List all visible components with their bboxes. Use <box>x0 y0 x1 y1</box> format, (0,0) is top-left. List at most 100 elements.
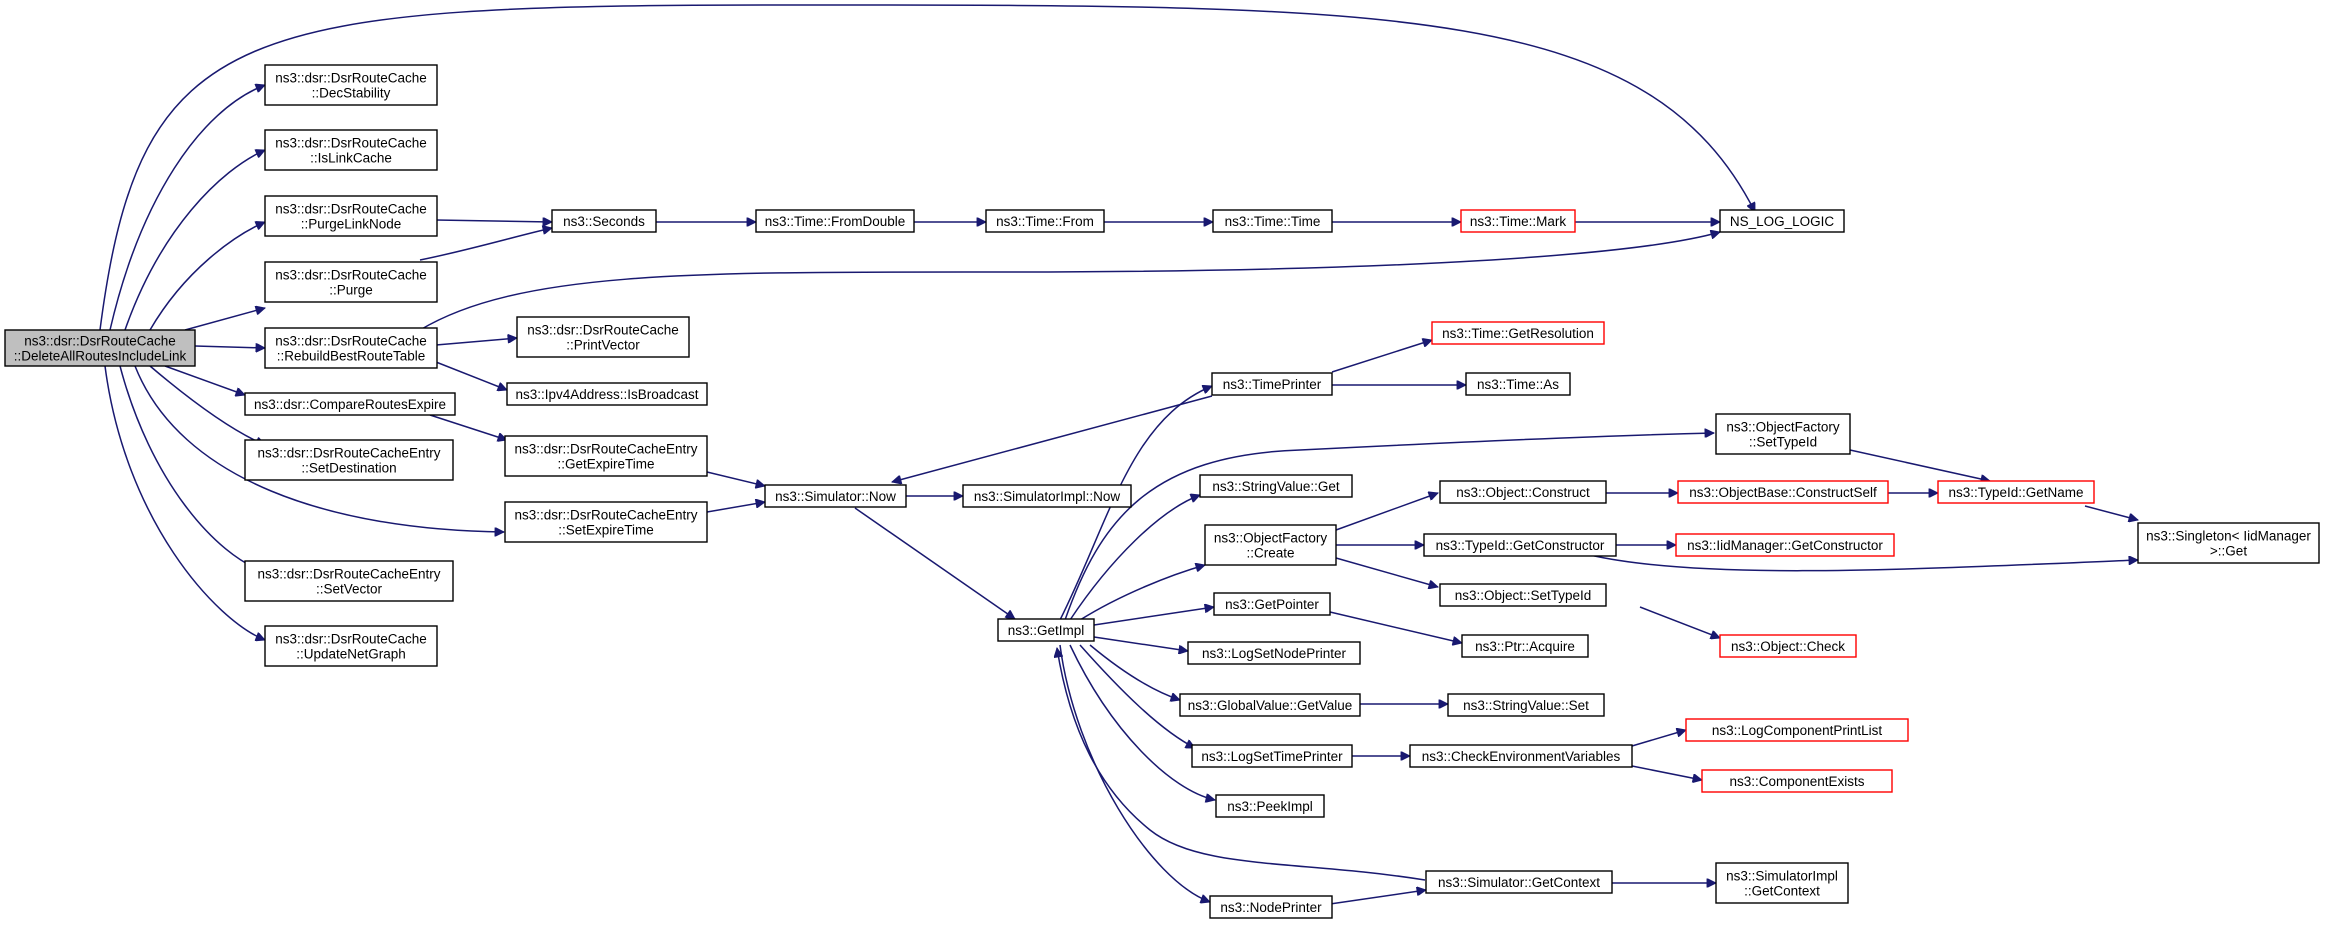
node-getimpl[interactable]: ns3::GetImpl <box>997 618 1095 642</box>
node-objsettypeid[interactable]: ns3::Object::SetTypeId <box>1439 583 1607 607</box>
node-root[interactable]: ns3::dsr::DsrRouteCache::DeleteAllRoutes… <box>4 329 196 367</box>
node-box <box>244 560 454 602</box>
node-nodeprinter[interactable]: ns3::NodePrinter <box>1209 895 1333 919</box>
node-peekimpl[interactable]: ns3::PeekImpl <box>1215 794 1325 818</box>
node-label-line: ::Create <box>1246 546 1294 561</box>
node-box <box>1719 209 1845 233</box>
node-ptracquire[interactable]: ns3::Ptr::Acquire <box>1461 634 1589 658</box>
edge-root-to-setexpiretime <box>134 365 504 532</box>
node-isbroadcast[interactable]: ns3::Ipv4Address::IsBroadcast <box>506 382 708 406</box>
node-printvector[interactable]: ns3::dsr::DsrRouteCache::PrintVector <box>516 316 690 358</box>
node-label-line: NS_LOG_LOGIC <box>1730 214 1835 229</box>
node-constructself[interactable]: ns3::ObjectBase::ConstructSelf <box>1677 480 1889 504</box>
node-label-line: ns3::Singleton< IidManager <box>2146 529 2311 544</box>
node-checkenv[interactable]: ns3::CheckEnvironmentVariables <box>1409 744 1633 768</box>
node-label-line: ::SetVector <box>316 582 383 597</box>
node-getresolution[interactable]: ns3::Time::GetResolution <box>1431 321 1605 345</box>
node-box <box>1187 641 1361 665</box>
node-purge[interactable]: ns3::dsr::DsrRouteCache::Purge <box>264 261 438 303</box>
node-label-line: ns3::GlobalValue::GetValue <box>1188 698 1353 713</box>
node-objconstruct[interactable]: ns3::Object::Construct <box>1439 480 1607 504</box>
node-setdestination[interactable]: ns3::dsr::DsrRouteCacheEntry::SetDestina… <box>244 439 454 481</box>
node-purgelinknode[interactable]: ns3::dsr::DsrRouteCache::PurgeLinkNode <box>264 195 438 237</box>
node-stringvalueget[interactable]: ns3::StringValue::Get <box>1199 474 1353 498</box>
node-simimplnow[interactable]: ns3::SimulatorImpl::Now <box>962 484 1132 508</box>
node-box <box>1460 209 1576 233</box>
edge-getimpl-to-logsettimeprinter <box>1079 644 1195 749</box>
node-box <box>1675 533 1895 557</box>
node-label-line: ns3::dsr::DsrRouteCacheEntry <box>257 446 440 461</box>
node-ofsettypeid[interactable]: ns3::ObjectFactory::SetTypeId <box>1715 413 1851 455</box>
node-stringvalueset[interactable]: ns3::StringValue::Set <box>1447 693 1605 717</box>
node-box <box>1685 718 1909 742</box>
node-objcheck[interactable]: ns3::Object::Check <box>1719 634 1857 658</box>
node-box <box>1204 524 1337 566</box>
node-singletonget[interactable]: ns3::Singleton< IidManager >::Get <box>2137 522 2320 564</box>
node-box <box>516 316 690 358</box>
node-time[interactable]: ns3::Time::Time <box>1212 209 1333 233</box>
node-label-line: ns3::IidManager::GetConstructor <box>1687 538 1883 553</box>
node-simnow[interactable]: ns3::Simulator::Now <box>764 484 907 508</box>
edge-rebuild-to-isbroadcast <box>435 361 507 390</box>
node-logsettimeprinter[interactable]: ns3::LogSetTimePrinter <box>1191 744 1353 768</box>
edge-purge-to-seconds <box>419 228 552 261</box>
node-mark[interactable]: ns3::Time::Mark <box>1460 209 1576 233</box>
edge-getimpl-to-nodeprinter <box>1059 644 1210 902</box>
node-nslog[interactable]: NS_LOG_LOGIC <box>1719 209 1845 233</box>
node-box <box>264 129 438 171</box>
node-rebuild[interactable]: ns3::dsr::DsrRouteCache::RebuildBestRout… <box>264 327 438 369</box>
node-updatenetgraph[interactable]: ns3::dsr::DsrRouteCache::UpdateNetGraph <box>264 625 438 667</box>
node-label-line: ::GetContext <box>1744 884 1820 899</box>
node-simimplgetcontext[interactable]: ns3::SimulatorImpl::GetContext <box>1715 862 1849 904</box>
node-simgetcontext[interactable]: ns3::Simulator::GetContext <box>1425 870 1613 894</box>
node-typeidgetname[interactable]: ns3::TypeId::GetName <box>1937 480 2095 504</box>
node-setvector[interactable]: ns3::dsr::DsrRouteCacheEntry::SetVector <box>244 560 454 602</box>
node-box <box>264 327 438 369</box>
node-label-line: ns3::Time::As <box>1477 377 1559 392</box>
node-setexpiretime[interactable]: ns3::dsr::DsrRouteCacheEntry::SetExpireT… <box>504 501 708 543</box>
edge-compareroutes-to-getexpiretime <box>429 414 507 440</box>
node-label-line: ns3::SimulatorImpl::Now <box>974 489 1121 504</box>
edge-nodeprinter-to-simgetcontext <box>1329 890 1426 905</box>
node-fromdouble[interactable]: ns3::Time::FromDouble <box>755 209 915 233</box>
node-logcomponentprintlist[interactable]: ns3::LogComponentPrintList <box>1685 718 1909 742</box>
node-box <box>1439 480 1607 504</box>
node-getconstructor[interactable]: ns3::TypeId::GetConstructor <box>1423 533 1617 557</box>
node-box <box>1211 372 1333 396</box>
node-timeprinter[interactable]: ns3::TimePrinter <box>1211 372 1333 396</box>
node-box <box>1179 693 1361 717</box>
node-label-line: ::DecStability <box>312 86 391 101</box>
node-label-line: ::GetExpireTime <box>557 457 654 472</box>
node-logsetnodeprinter[interactable]: ns3::LogSetNodePrinter <box>1187 641 1361 665</box>
node-ofcreate[interactable]: ns3::ObjectFactory::Create <box>1204 524 1337 566</box>
node-decstability[interactable]: ns3::dsr::DsrRouteCache::DecStability <box>264 64 438 106</box>
node-box <box>504 501 708 543</box>
edge-getimpl-to-peekimpl <box>1069 644 1215 800</box>
node-label-line: ::UpdateNetGraph <box>296 647 406 662</box>
node-islinkcache[interactable]: ns3::dsr::DsrRouteCache::IsLinkCache <box>264 129 438 171</box>
node-label-line: ns3::ObjectBase::ConstructSelf <box>1689 485 1877 500</box>
node-box <box>1937 480 2095 504</box>
node-timeas[interactable]: ns3::Time::As <box>1465 372 1571 396</box>
node-box <box>506 382 708 406</box>
node-box <box>1199 474 1353 498</box>
node-getexpiretime[interactable]: ns3::dsr::DsrRouteCacheEntry::GetExpireT… <box>504 435 708 477</box>
edge-root-to-nslog <box>99 4 1756 331</box>
node-box <box>1425 870 1613 894</box>
edge-ofcreate-to-objconstruct <box>1335 493 1438 531</box>
node-label-line: ns3::TypeId::GetConstructor <box>1436 538 1605 553</box>
node-seconds[interactable]: ns3::Seconds <box>551 209 657 233</box>
node-globalvalue[interactable]: ns3::GlobalValue::GetValue <box>1179 693 1361 717</box>
edge-checkenv-to-componentexists <box>1631 765 1702 780</box>
node-box <box>962 484 1132 508</box>
node-compareroutes[interactable]: ns3::dsr::CompareRoutesExpire <box>244 392 456 416</box>
node-label-line: ns3::TimePrinter <box>1223 377 1322 392</box>
node-label-line: ::PurgeLinkNode <box>301 217 402 232</box>
node-iidgetconstructor[interactable]: ns3::IidManager::GetConstructor <box>1675 533 1895 557</box>
node-from[interactable]: ns3::Time::From <box>985 209 1105 233</box>
node-componentexists[interactable]: ns3::ComponentExists <box>1701 769 1893 793</box>
node-label-line: ns3::Time::Time <box>1225 214 1321 229</box>
node-box <box>264 625 438 667</box>
node-getpointer[interactable]: ns3::GetPointer <box>1213 592 1331 616</box>
